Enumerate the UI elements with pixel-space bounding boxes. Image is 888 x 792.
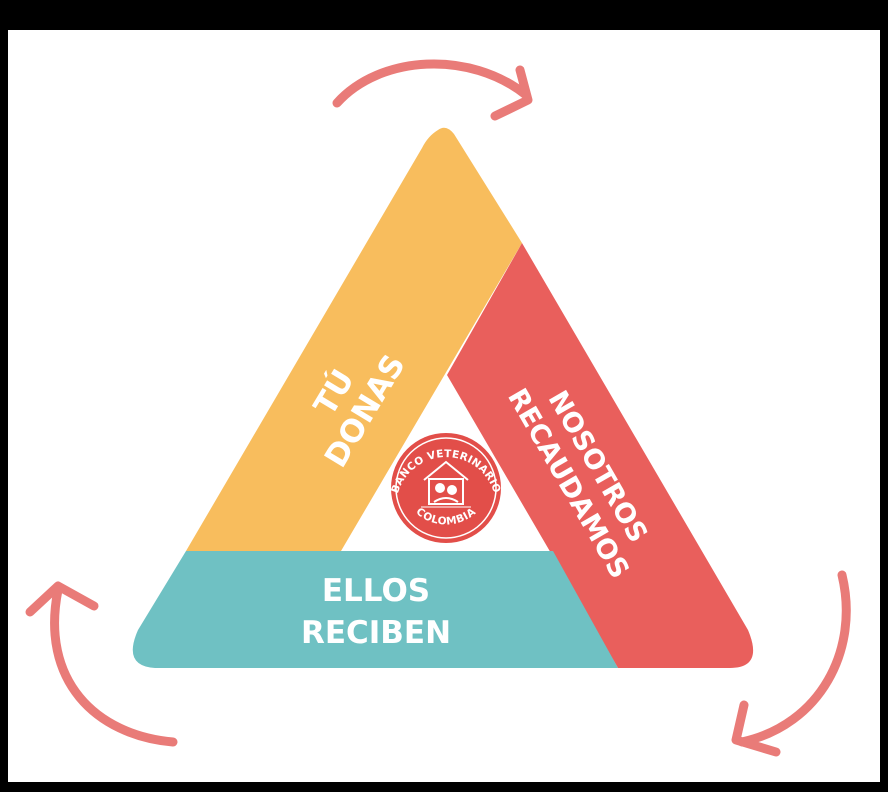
segment-nosotros-recaudamos — [447, 243, 754, 668]
cycle-arrow-left — [25, 581, 178, 747]
segment-ellos-reciben — [132, 551, 618, 668]
banco-veterinario-seal: BANCO VETERINARIO COLOMBIA — [389, 433, 503, 543]
svg-text:ELLOS: ELLOS — [322, 573, 430, 609]
svg-text:RECIBEN: RECIBEN — [301, 615, 451, 651]
cycle-arrow-top — [332, 59, 533, 121]
label-ellos-reciben: ELLOS RECIBEN — [301, 573, 451, 651]
segment-tu-donas — [186, 127, 522, 551]
cycle-arrow-right — [731, 570, 851, 757]
seal-house-icon — [423, 460, 469, 505]
